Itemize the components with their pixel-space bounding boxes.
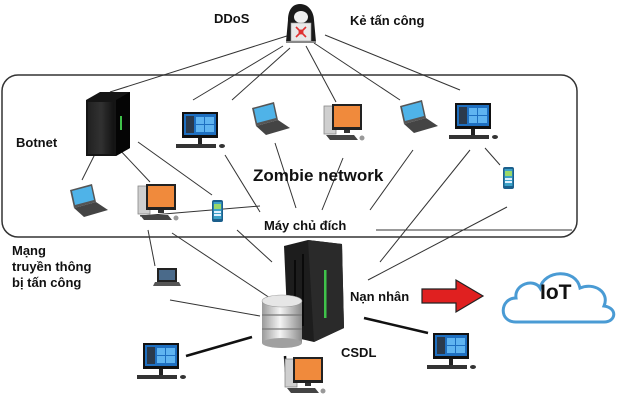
desktop-icon	[427, 333, 476, 369]
arrow-right-icon	[421, 278, 485, 314]
hacker-icon	[286, 4, 316, 43]
attacked-network-label: Mạng truyền thông bị tấn công	[12, 243, 91, 291]
desktop-icon	[137, 343, 186, 379]
database-label: CSDL	[341, 345, 377, 360]
database-icon	[261, 294, 303, 348]
attacked-network-line: Mạng	[12, 243, 46, 258]
tablet-icon	[153, 268, 181, 286]
ddos-label: DDoS	[214, 11, 250, 26]
attacked-network-line: bị tấn công	[12, 275, 82, 290]
desktop-icon	[449, 103, 498, 139]
cloud-icon	[501, 272, 616, 324]
desktop-icon	[176, 112, 225, 148]
zombie-network-label: Zombie network	[253, 166, 384, 185]
tower-server-icon	[86, 92, 130, 156]
target-server-label: Máy chủ đích	[264, 218, 347, 233]
phone-icon	[503, 167, 514, 189]
iot-label: IoT	[540, 281, 572, 304]
laptop-icon	[400, 100, 438, 133]
victim-label: Nạn nhân	[350, 289, 410, 304]
phone-icon	[212, 200, 223, 222]
zombie-network-box	[1, 74, 578, 238]
desktop-icon	[323, 103, 365, 141]
connection-lines	[81, 34, 572, 317]
attacker-label: Kẻ tấn công	[350, 13, 425, 28]
desktop-icon	[137, 183, 179, 221]
botnet-label: Botnet	[16, 135, 58, 150]
laptop-icon	[70, 184, 108, 217]
attacked-network-line: truyền thông	[12, 259, 92, 274]
laptop-icon	[252, 102, 290, 135]
desktop-icon	[284, 356, 326, 394]
